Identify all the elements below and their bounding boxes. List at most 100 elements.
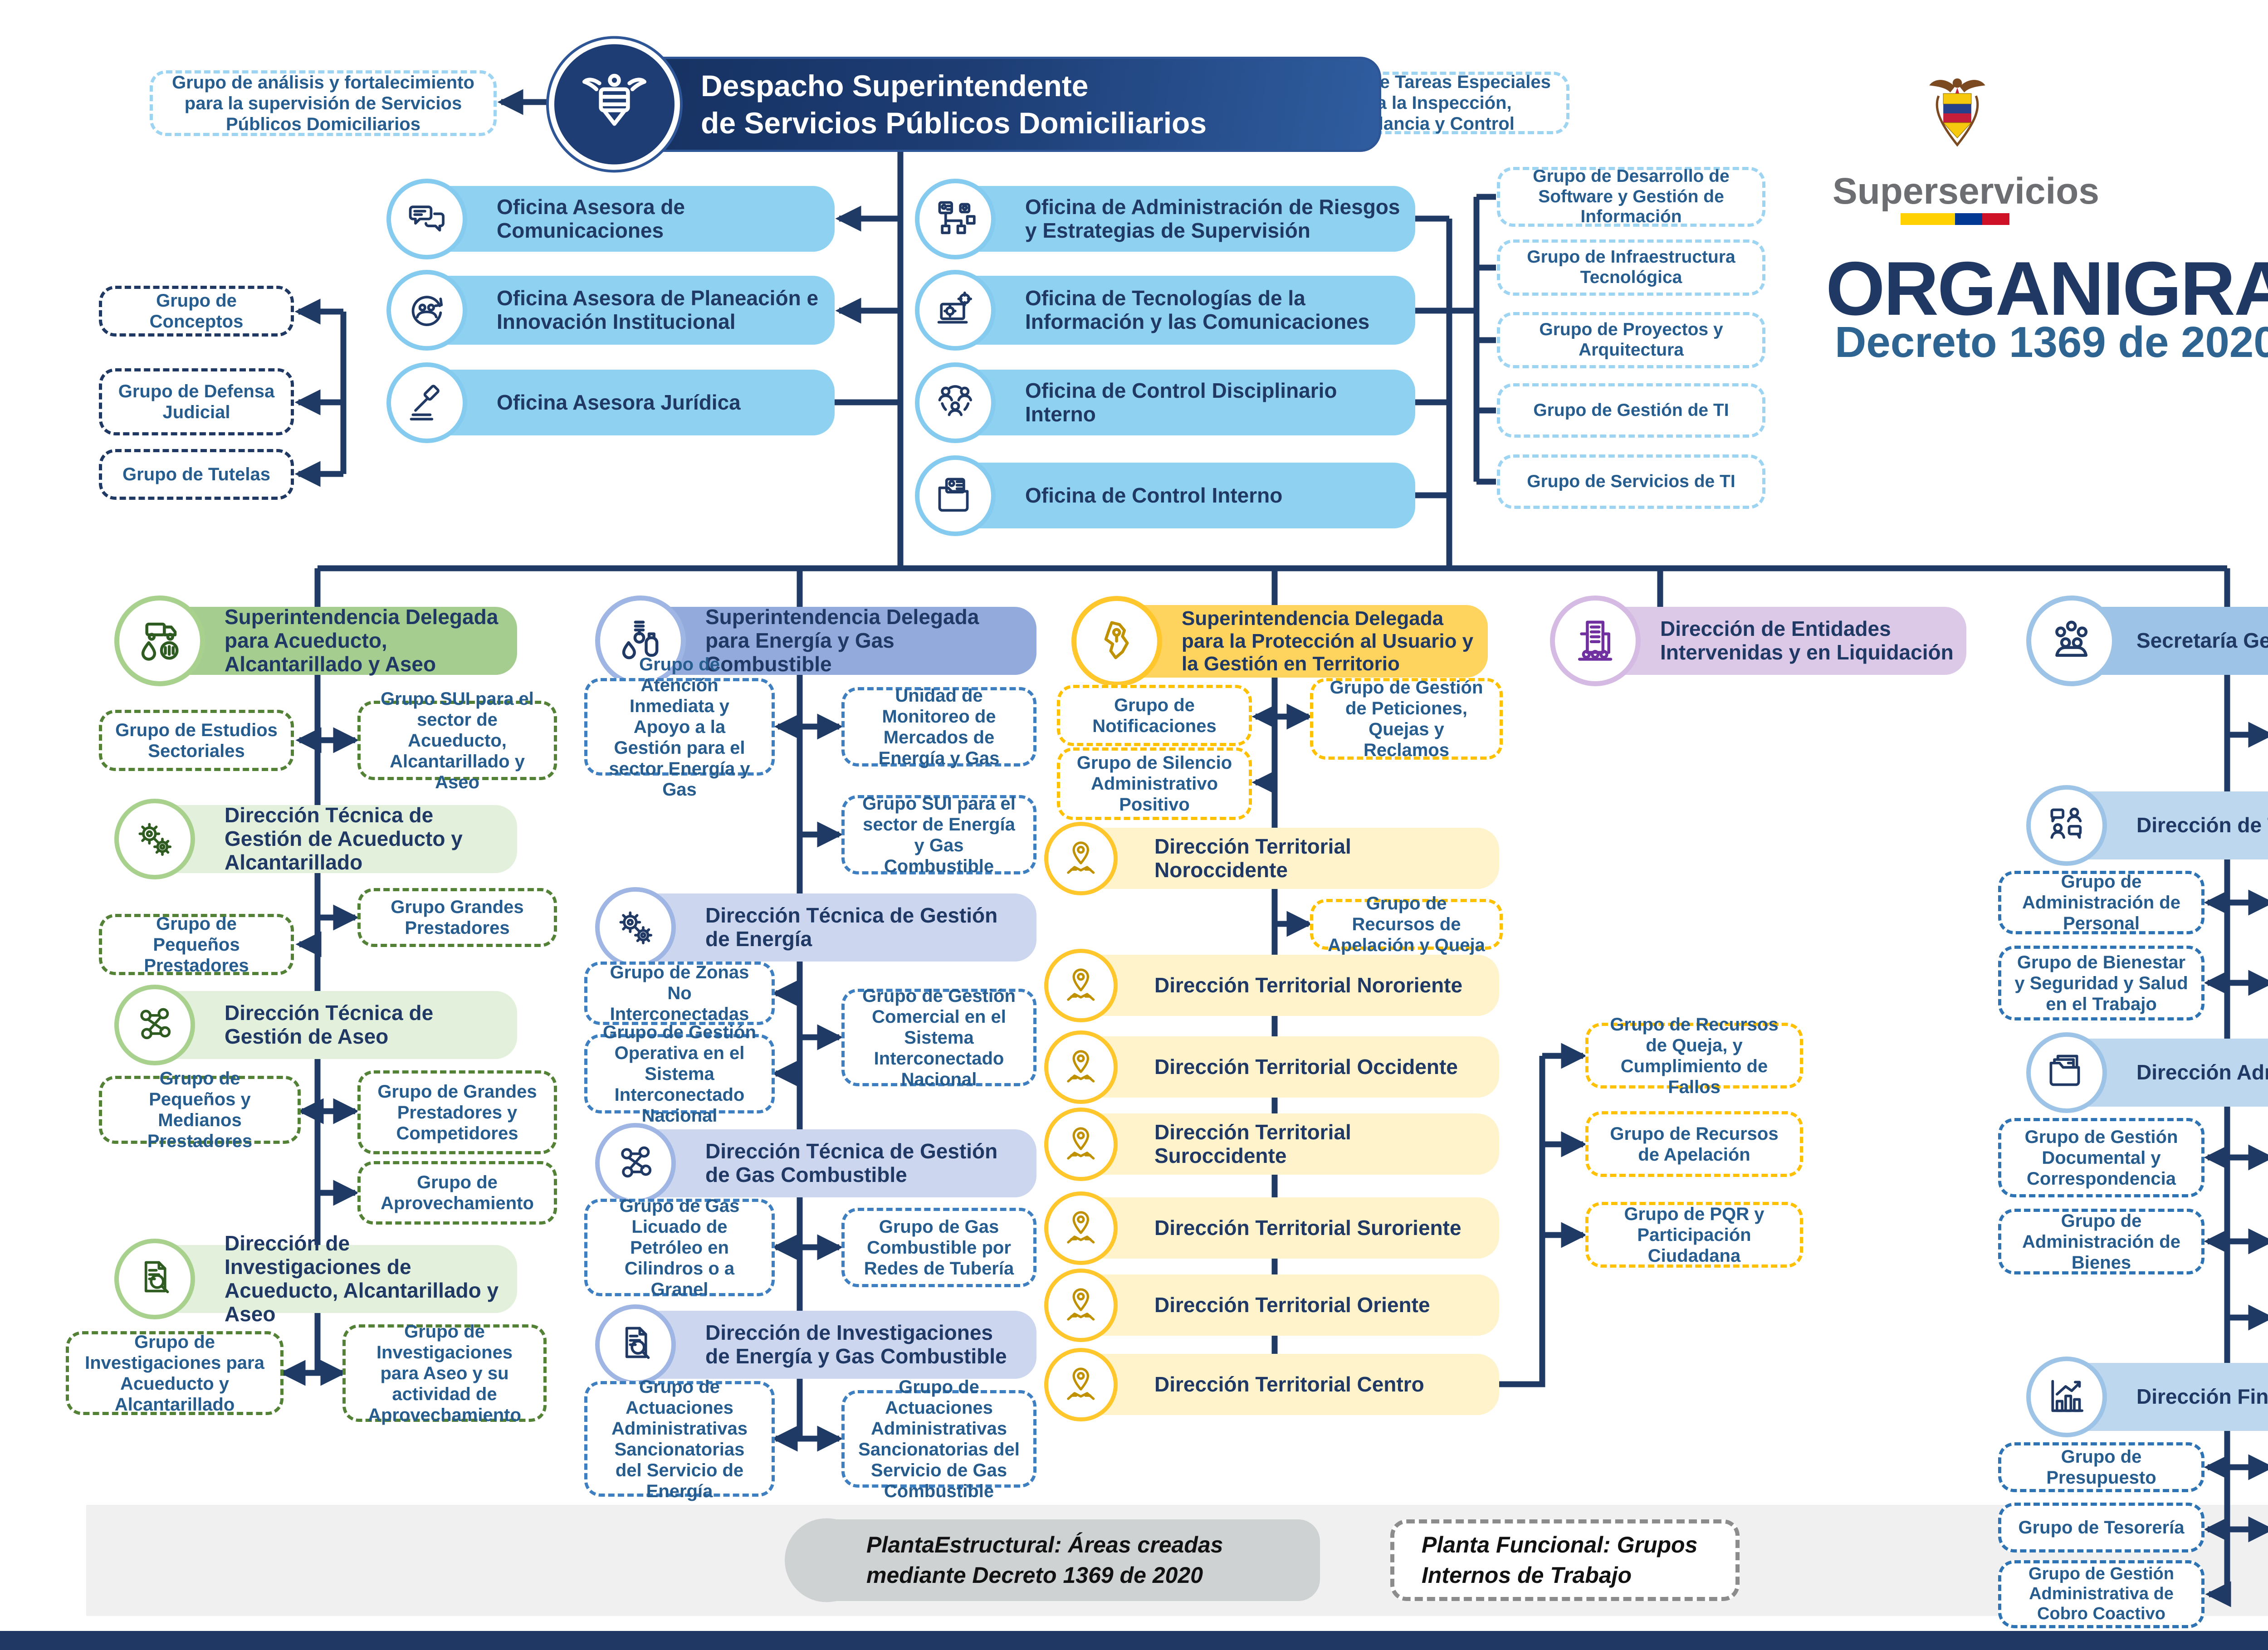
dir-investigaciones-energia: Dirección de Investigaciones de Energía … [595,1304,1036,1385]
grupo-zonas-no-interconectadas: Grupo de Zonas No Interconectadas [584,962,775,1025]
grupo-defensa-label: Grupo de Defensa Judicial [118,381,275,422]
grupo-gestion-documental: Grupo de Gestión Documental y Correspond… [1998,1118,2204,1197]
col5-header: Secretaría General [2026,596,2268,686]
oficina-comunicaciones-label: Oficina Asesora de Comunicaciones [497,195,685,242]
oficina-oci-label: Oficina de Control Interno [1025,483,1283,507]
dir-territorial-centro: Dirección Territorial Centro [1044,1347,1499,1421]
dir-investigaciones-aaa: Dirección de Investigaciones de Acueduct… [114,1231,517,1326]
grupo-gestion-ti: Grupo de Gestión de TI [1497,383,1765,438]
col1-header-label: Superintendencia Delegada para Acueducto… [225,605,499,676]
oficina-tic-label: Oficina de Tecnologías de la Información… [1025,286,1370,333]
label: Grupo de Investigaciones para Acueducto … [85,1332,264,1415]
label: Grupo de Gestión de Peticiones, Quejas y… [1330,678,1483,760]
laptop-gear-icon [915,270,996,351]
grupo-conceptos-label: Grupo de Conceptos [149,291,244,332]
grupo-infraestructura: Grupo de Infraestructura Tecnológica [1497,239,1765,296]
dir-tecnica-energia: Dirección Técnica de Gestión de Energía [595,887,1036,968]
grupo-recursos-queja-fallos: Grupo de Recursos de Queja, y Cumplimien… [1585,1015,1803,1097]
oficina-control-interno: Oficina de Control Interno [915,455,1415,536]
label: Dirección Técnica de Gestión de Energía [705,903,998,951]
grupo-silencio: Grupo de Silencio Administrativo Positiv… [1057,747,1252,820]
label: Grupo de Gestión Administrativa de Cobro… [2028,1564,2174,1623]
label: Grupo de Estudios Sectoriales [115,720,278,761]
dir-talento-humano: Dirección de Talento Humano [2026,785,2268,866]
label: Grupo de Pequeños y Medianos Prestadores [147,1069,253,1151]
legend-bump [785,1518,869,1602]
grupo-peticiones: Grupo de Gestión de Peticiones, Quejas y… [1310,678,1503,760]
label: Grupo de Silencio Administrativo Positiv… [1076,753,1232,815]
dir-tecnica-gas: Dirección Técnica de Gestión de Gas Comb… [595,1123,1036,1204]
grupo-atencion-inmediata: Grupo de Atención Inmediata y Apoyo a la… [584,654,775,800]
grupo-recursos-apelacion-queja: Grupo de Recursos de Apelación y Queja [1310,893,1503,955]
energy-gas-icon [595,596,686,686]
grupo-gestion-comercial: Grupo de Gestión Comercial en el Sistema… [841,986,1036,1089]
coat-of-arms-icon [549,39,680,170]
talent-icon [2026,785,2107,866]
col2-header: Superintendencia Delegada para Energía y… [595,596,1036,686]
col4-header: Dirección de Entidades Intervenidas y en… [1550,596,1966,686]
flag-red [1982,213,2009,225]
oficina-control-disciplinario: Oficina de Control Disciplinario Interno [915,362,1415,443]
label: Dirección Territorial Occidente [1154,1054,1458,1079]
despacho-banner: Despacho Superintendente de Servicios Pú… [549,39,1381,170]
map-pin-icon [1044,1191,1118,1265]
label: Grupo de Tesorería [2018,1518,2185,1538]
ti-group-label: Grupo de Desarrollo de Software y Gestió… [1533,166,1730,227]
dir-territorial-oriente: Dirección Territorial Oriente [1044,1268,1499,1342]
label: Dirección Territorial Oriente [1154,1293,1430,1317]
grupo-cobro-coactivo: Grupo de Gestión Administrativa de Cobro… [1998,1560,2204,1628]
despacho-banner-label: Despacho Superintendente de Servicios Pú… [701,68,1207,140]
legend-structural-label: PlantaEstructural: Áreas creadas mediant… [866,1532,1223,1588]
people-group-icon [2026,596,2117,686]
grupo-grandes-prestadores: Grupo Grandes Prestadores [357,888,557,947]
grupo-sui-energia: Grupo SUI para el sector de Energía y Ga… [841,793,1036,876]
label: Dirección Financiera [2136,1385,2268,1409]
grupo-proyectos-arquitectura: Grupo de Proyectos y Arquitectura [1497,312,1765,368]
col2-header-label: Superintendencia Delegada para Energía y… [705,605,979,676]
ti-group-label: Grupo de Gestión de TI [1533,400,1729,420]
label: Dirección de Investigaciones de Energía … [705,1321,1007,1368]
gavel-icon [386,362,467,443]
label: Grupo SUI para el sector de Energía y Ga… [862,793,1016,876]
flag-blue [1955,213,1982,225]
oficina-planeacion-label: Oficina Asesora de Planeación e Innovaci… [497,286,819,333]
label: Grupo de PQR y Participación Ciudadana [1624,1204,1765,1266]
label: Dirección Territorial Suroriente [1154,1216,1461,1240]
dir-territorial-noroccidente: Dirección Territorial Noroccidente [1044,821,1499,895]
dir-territorial-occidente: Dirección Territorial Occidente [1044,1030,1499,1104]
oficina-tic: Oficina de Tecnologías de la Información… [915,270,1415,351]
label: Grupo SUI para el sector de Acueducto, A… [381,688,534,792]
people-network-icon [114,985,195,1065]
grupo-notificaciones-c3: Grupo de Notificaciones [1057,685,1252,746]
map-pin-icon [1044,1107,1118,1181]
col1-header: Superintendencia Delegada para Acueducto… [114,596,517,686]
map-pin-icon [1044,1268,1118,1342]
label: Grupo de Notificaciones [1092,695,1217,736]
group-analisis-fortalecimiento: Grupo de análisis y fortalecimiento para… [150,70,497,136]
label: Dirección Territorial Suroccidente [1154,1120,1351,1167]
map-pin-icon [1044,1347,1118,1421]
dir-administrativa: Dirección Administrativa [2026,1032,2268,1113]
oficina-comunicaciones: Oficina Asesora de Comunicaciones [386,178,835,259]
map-pin-icon [1044,821,1118,895]
grupo-estudios-sectoriales: Grupo de Estudios Sectoriales [99,710,294,771]
label: Dirección Técnica de Gestión de Aseo [225,1001,434,1048]
label: Grupo de Pequeños Prestadores [144,913,249,976]
oficina-riesgos: Oficina de Administración de Riesgos y E… [915,178,1415,259]
dir-territorial-suroccidente: Dirección Territorial Suroccidente [1044,1107,1499,1181]
page-title: ORGANIGRAMA [1826,246,2268,331]
label: Dirección Territorial Nororiente [1154,973,1463,997]
label: Grupo de Grandes Prestadores y Competido… [377,1081,537,1143]
grupo-gestion-operativa: Grupo de Gestión Operativa en el Sistema… [584,1022,775,1126]
folder-person-icon [915,455,996,536]
label: Grupo de Presupuesto [2046,1447,2156,1488]
superservicios-crest [1921,73,1994,154]
org-chart-icon [915,178,996,259]
doc-search-icon [114,1239,195,1319]
dir-tecnica-aseo: Dirección Técnica de Gestión de Aseo [114,985,517,1065]
grupo-pequenos-medianos: Grupo de Pequeños y Medianos Prestadores [99,1069,301,1151]
label: Grupo de Actuaciones Administrativas San… [611,1377,748,1501]
label: Grupo de Recursos de Apelación [1610,1123,1779,1165]
oficina-juridica: Oficina Asesora Jurídica [386,362,835,443]
